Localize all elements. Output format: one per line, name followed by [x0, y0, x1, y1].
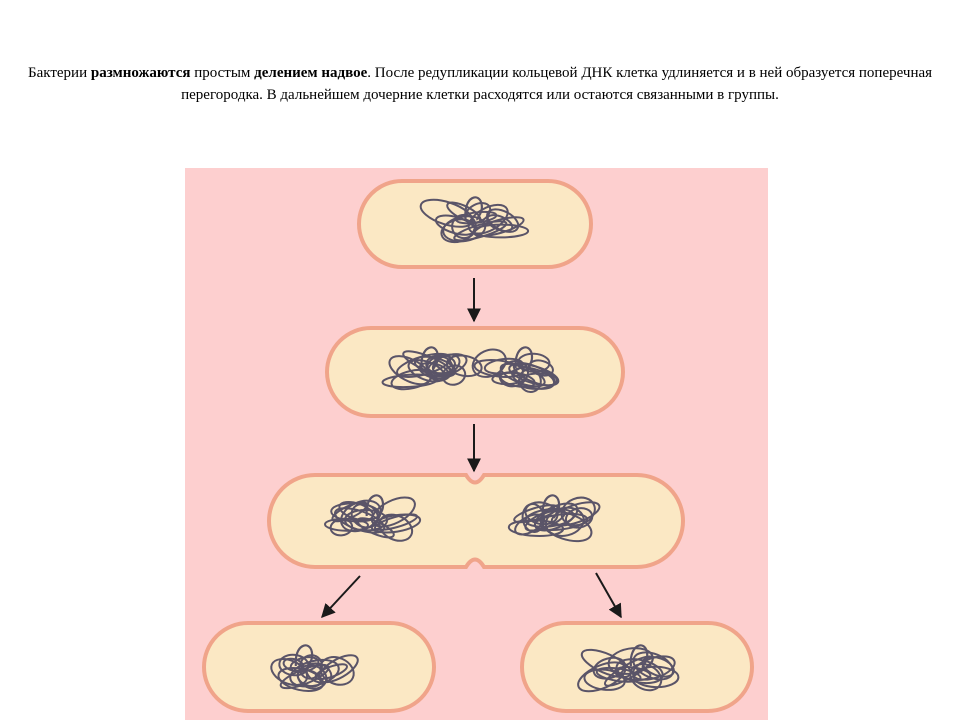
caption-text: Бактерии размножаются простым делением н…	[10, 62, 950, 106]
dna-right-icon	[577, 644, 680, 693]
caption-bold-reproduce: размножаются	[90, 65, 191, 81]
dna-right-daughter-icon	[507, 494, 601, 543]
dna-copy-left-icon	[381, 346, 483, 391]
dna-copy-right-icon	[471, 346, 560, 394]
single-cell	[357, 179, 593, 269]
caption-part-1: Бактерии	[27, 65, 91, 81]
arrow-left-diagonal	[321, 575, 361, 619]
dividing-cell	[267, 473, 685, 569]
caption-part-3: . После редупликации кольцевой ДНК клетк…	[181, 65, 933, 103]
dna-left-icon	[270, 644, 359, 693]
arrow-right-diagonal	[595, 572, 622, 619]
caption-part-2: простым	[190, 65, 255, 81]
binary-fission-diagram	[185, 168, 768, 720]
diagram-canvas	[185, 168, 768, 720]
daughter-cells	[202, 621, 754, 713]
elongated-cell	[325, 326, 625, 418]
dna-icon	[419, 196, 530, 244]
caption-bold-binary-fission: делением надвое	[254, 65, 368, 81]
dna-left-daughter-icon	[324, 494, 422, 542]
